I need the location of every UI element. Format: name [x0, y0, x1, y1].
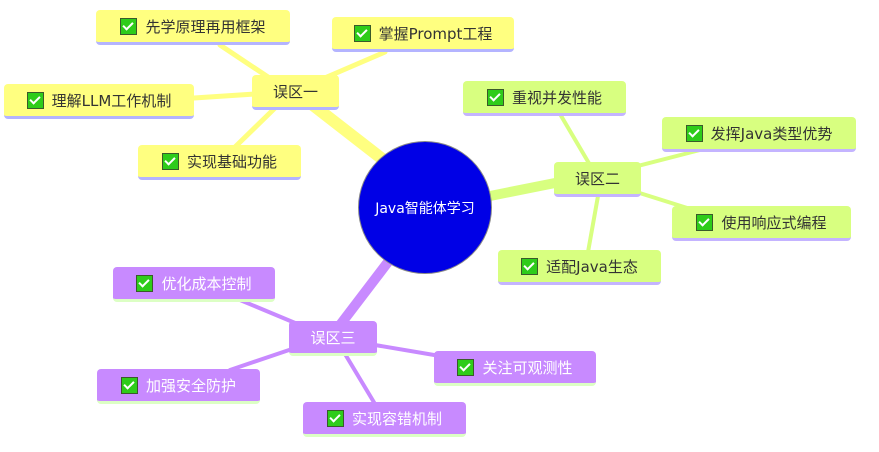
branch-node-2[interactable]: 误区二 [554, 162, 641, 197]
leaf-node[interactable]: 加强安全防护 [97, 369, 260, 404]
connector-center-branch2 [485, 177, 565, 201]
leaf-label: 先学原理再用框架 [145, 17, 266, 36]
branch-label: 误区二 [574, 169, 620, 188]
leaf-node[interactable]: 实现基础功能 [138, 145, 301, 180]
leaf-node[interactable]: 关注可观测性 [434, 351, 596, 386]
checkbox-icon[interactable] [457, 358, 475, 376]
connector [191, 91, 258, 101]
leaf-node[interactable]: 发挥Java类型优势 [662, 117, 856, 152]
leaf-label: 发挥Java类型优势 [710, 124, 833, 143]
branch-label: 误区三 [310, 328, 356, 347]
connector [628, 148, 702, 170]
leaf-label: 实现容错机制 [351, 409, 442, 428]
leaf-node[interactable]: 适配Java生态 [498, 250, 661, 285]
leaf-label: 实现基础功能 [186, 152, 277, 171]
connector [586, 194, 600, 254]
leaf-label: 理解LLM工作机制 [51, 91, 172, 110]
checkbox-icon[interactable] [26, 91, 44, 109]
leaf-node[interactable]: 重视并发性能 [463, 81, 626, 116]
checkbox-icon[interactable] [120, 376, 138, 394]
checkbox-icon[interactable] [486, 88, 504, 106]
leaf-label: 重视并发性能 [511, 88, 602, 107]
leaf-label: 掌握Prompt工程 [378, 24, 493, 43]
leaf-label: 加强安全防护 [145, 376, 236, 395]
checkbox-icon[interactable] [696, 213, 714, 231]
leaf-node[interactable]: 理解LLM工作机制 [4, 84, 194, 119]
checkbox-icon[interactable] [326, 409, 344, 427]
connector [373, 343, 442, 358]
leaf-node[interactable]: 使用响应式编程 [672, 206, 851, 241]
checkbox-icon[interactable] [521, 257, 539, 275]
checkbox-icon[interactable] [161, 152, 179, 170]
leaf-label: 优化成本控制 [161, 274, 252, 293]
leaf-label: 使用响应式编程 [721, 213, 827, 232]
connector-center-branch3 [335, 257, 393, 330]
branch-label: 误区一 [272, 82, 318, 101]
central-topic-label: Java智能体学习 [375, 200, 475, 217]
checkbox-icon[interactable] [136, 274, 154, 292]
branch-node-3[interactable]: 误区三 [289, 321, 377, 356]
connector [238, 298, 302, 327]
connector [232, 105, 278, 150]
connector [558, 112, 592, 167]
central-topic[interactable]: Java智能体学习 [358, 141, 492, 274]
connector [228, 346, 297, 372]
leaf-node[interactable]: 实现容错机制 [303, 402, 466, 437]
checkbox-icon[interactable] [120, 17, 138, 35]
branch-node-1[interactable]: 误区一 [252, 75, 339, 110]
leaf-label: 关注可观测性 [482, 358, 573, 377]
leaf-node[interactable]: 掌握Prompt工程 [332, 17, 514, 52]
leaf-node[interactable]: 先学原理再用框架 [96, 10, 290, 45]
checkbox-icon[interactable] [685, 124, 703, 142]
leaf-node[interactable]: 优化成本控制 [113, 267, 275, 302]
leaf-label: 适配Java生态 [546, 257, 638, 276]
connector [343, 352, 377, 406]
checkbox-icon[interactable] [353, 24, 371, 42]
